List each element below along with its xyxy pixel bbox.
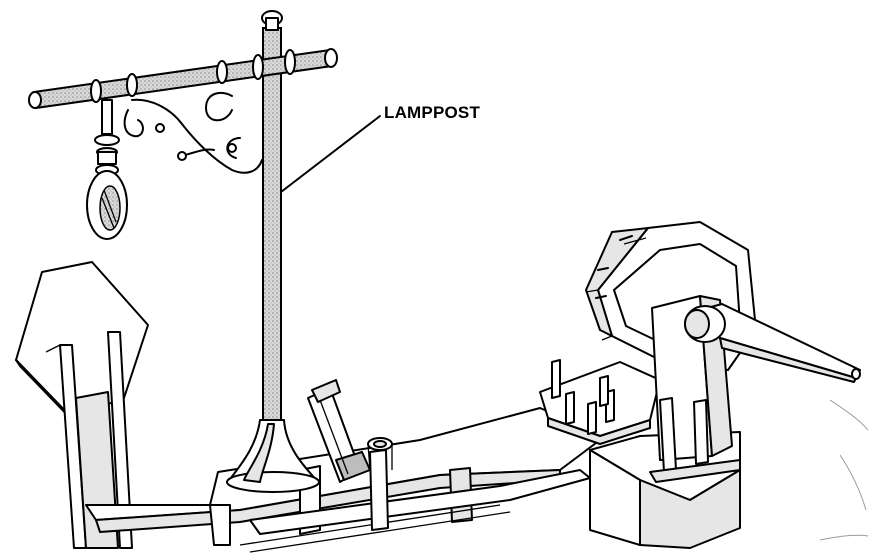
hanging-lamp	[86, 99, 128, 240]
lever-arm	[307, 379, 371, 483]
lamppost-column	[226, 10, 320, 493]
background-sketch-lines	[819, 399, 869, 541]
lamppost-label: LAMPPOST	[384, 103, 480, 122]
lamppost-crossbar	[28, 48, 338, 110]
scroll-bracket	[123, 91, 263, 174]
tapered-spindle	[684, 303, 861, 383]
peg-platform	[539, 359, 661, 445]
callout-leader-line	[280, 115, 381, 193]
lamppost-callout: LAMPPOST	[280, 103, 480, 193]
